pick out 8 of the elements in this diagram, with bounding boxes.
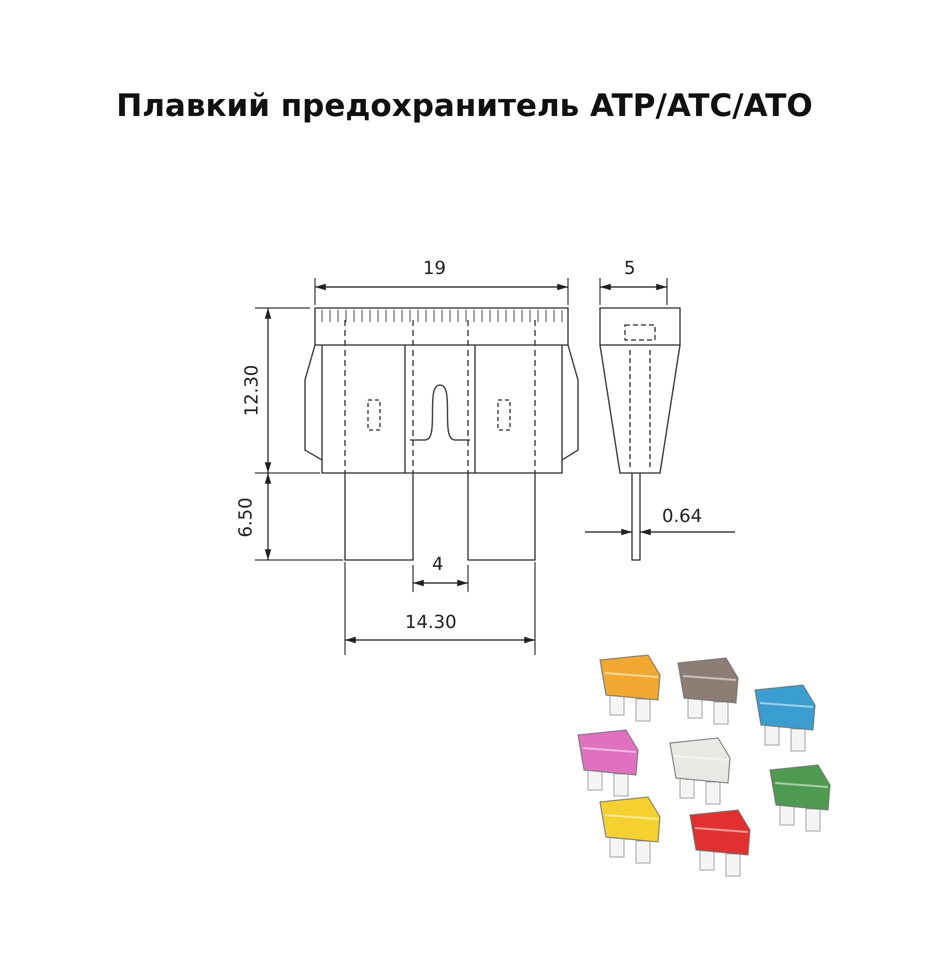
dimension-label: 6.50 [236, 497, 257, 538]
title: Плавкий предохранитель ATP/ATC/ATO [116, 88, 813, 124]
dimension-label: 5 [624, 258, 636, 279]
dimension-label: 19 [423, 258, 446, 279]
dimension-label: 14.30 [405, 612, 457, 633]
dimension-label: 0.64 [662, 506, 702, 527]
dimension-label: 12.30 [241, 364, 262, 416]
dimension-label: 4 [432, 554, 444, 575]
